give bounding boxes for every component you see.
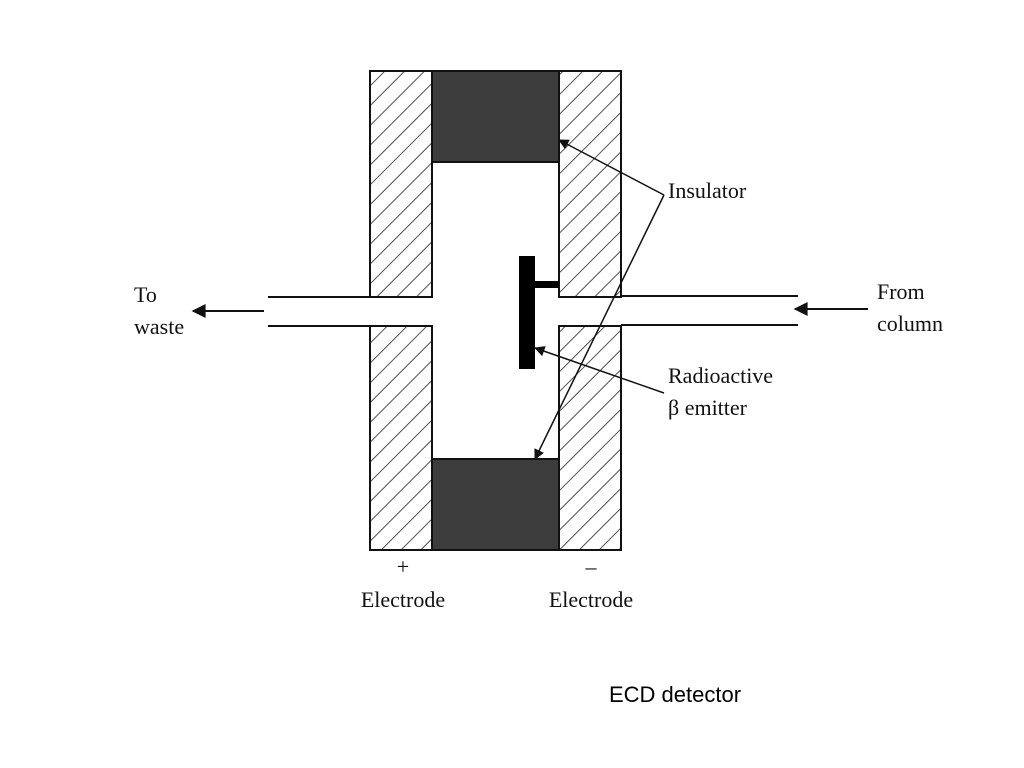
- anode-label: Electrode: [361, 587, 445, 612]
- anode-wall-lower: [369, 325, 433, 551]
- to-waste-label-line2: waste: [134, 314, 184, 339]
- beta-emitter-plate: [519, 256, 535, 369]
- insulator-leader-bottom: [534, 194, 665, 460]
- cathode-wall-lower: [558, 325, 622, 551]
- cathode-sign: –: [585, 554, 598, 579]
- emitter-leader: [534, 346, 665, 394]
- cathode-label: Electrode: [549, 587, 633, 612]
- slide-caption: ECD detector: [609, 682, 742, 707]
- insulator-leader-top: [558, 139, 665, 196]
- to-waste-label-line1: To: [134, 282, 157, 307]
- anode-sign: +: [397, 554, 409, 579]
- beta-emitter-mount: [535, 281, 559, 288]
- emitter-label-line2: β emitter: [668, 395, 748, 420]
- insulator-top: [431, 70, 560, 163]
- from-column-label-line2: column: [877, 311, 943, 336]
- emitter-label-line1: Radioactive: [668, 363, 773, 388]
- insulator-label: Insulator: [668, 178, 747, 203]
- insulator-bottom: [431, 458, 560, 551]
- anode-wall-upper: [369, 70, 433, 298]
- cathode-wall-upper: [558, 70, 622, 298]
- from-column-label-line1: From: [877, 279, 925, 304]
